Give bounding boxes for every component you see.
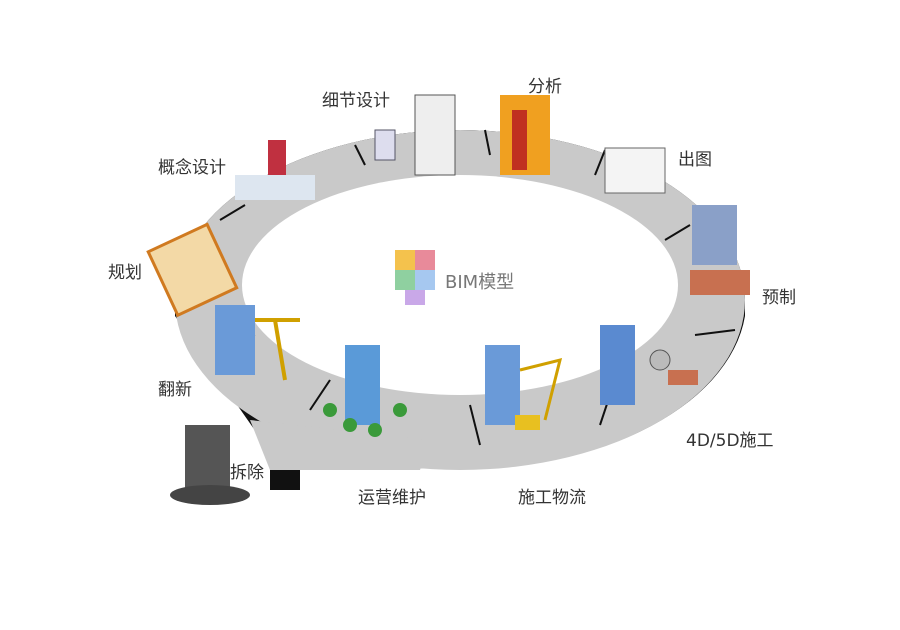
stage-label-logistics: 施工物流 [518,488,586,508]
ring-inner [242,175,678,395]
concept-design-icon [235,140,315,200]
renovation-icon [215,305,300,381]
stage-label-renovation: 翻新 [158,380,192,400]
watermark: BoLangIT.COM [408,190,484,202]
stage-label-demolition: 拆除 [230,463,264,483]
logistics-icon [485,345,563,430]
stage-label-detail-design: 细节设计 [322,91,390,111]
plan-clipboard-icon [146,222,239,318]
analysis-icon [500,95,550,175]
center-title: BIM模型 [445,272,515,293]
stage-label-operations: 运营维护 [358,488,426,508]
stage-label-concept-design: 概念设计 [158,158,226,178]
operations-icon [323,345,407,437]
drawing-icon [604,147,666,194]
demolition-icon [170,425,250,505]
detail-design-icon [374,94,456,176]
stage-label-analysis: 分析 [528,77,562,97]
bim-cube-logo [395,250,435,305]
stage-label-drawing: 出图 [678,150,712,170]
prefab-icon [690,205,750,295]
stage-label-planning: 规划 [108,263,142,283]
construction-4d-icon [600,325,698,405]
stage-label-prefab: 预制 [762,288,796,308]
ring-tail [250,420,430,470]
stage-label-4d5d-construction: 4D/5D施工 [686,431,774,451]
